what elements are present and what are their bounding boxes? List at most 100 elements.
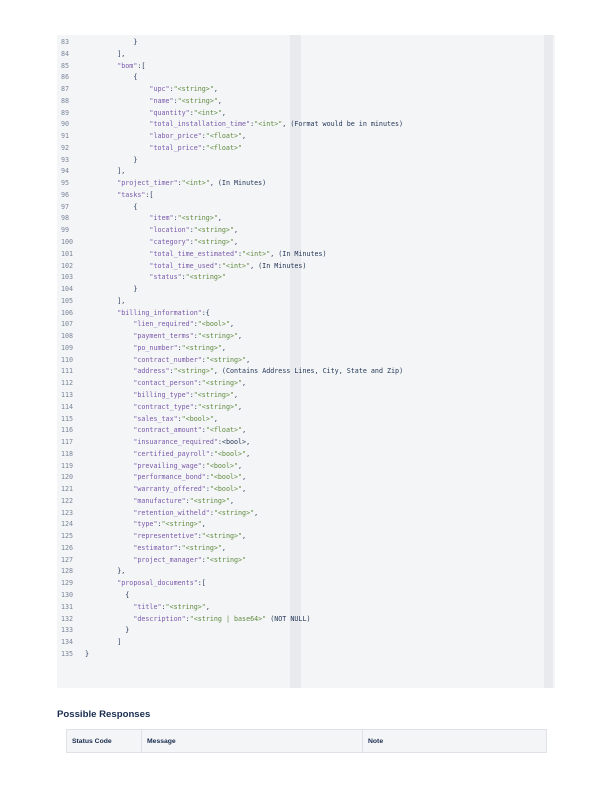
code-token [85, 462, 133, 470]
code-token: : [189, 390, 194, 399]
code-token: "<int>" [254, 120, 283, 129]
code-token: : [238, 249, 243, 258]
code-token: "<string>" [177, 96, 218, 105]
code-token: "<bool>" [181, 414, 214, 423]
code-token: : [209, 449, 214, 458]
code-token: "payment_terms" [133, 332, 194, 341]
code-token [85, 485, 133, 493]
responses-table: Status Code Message Note [66, 729, 547, 753]
code-token: "<string>" [193, 238, 234, 247]
line-number: 128 [61, 567, 74, 576]
code-token: "<string>" [193, 390, 234, 399]
code-token: ], [85, 167, 126, 176]
code-token: "<bool>" [209, 473, 243, 482]
code-token: "<string>" [165, 602, 206, 611]
code-token: ], [85, 296, 126, 305]
code-token: "labor_price" [149, 132, 202, 141]
column-header-message: Message [141, 729, 363, 753]
code-line: 85 "bom":[ [57, 61, 555, 73]
code-token: , [246, 355, 251, 364]
code-token [85, 179, 117, 187]
line-number: 113 [61, 390, 74, 399]
section-heading: Possible Responses [57, 709, 151, 720]
code-token: , [242, 379, 247, 388]
code-token [85, 391, 133, 399]
code-token: , [221, 543, 226, 552]
code-token: "<float>" [205, 143, 243, 152]
code-token: , [242, 473, 247, 482]
line-number: 96 [61, 190, 70, 199]
code-token [85, 615, 133, 623]
code-token: : [173, 214, 178, 223]
code-token [85, 144, 149, 152]
code-token: "type" [133, 520, 158, 529]
code-token [85, 473, 133, 481]
code-token: , [242, 426, 247, 435]
code-token: "upc" [149, 85, 170, 94]
code-token: : [250, 120, 255, 129]
code-line: 132 "description":"<string | base64>" (N… [57, 614, 555, 626]
code-line: 118 "certified_payroll":"<bool>", [57, 449, 555, 461]
code-token: , (In Minutes) [270, 249, 327, 258]
code-token: { [85, 590, 130, 599]
code-token [85, 238, 149, 246]
code-token: "total_time_used" [149, 261, 218, 270]
code-token: "billing_information" [117, 308, 202, 317]
code-token: "<string>" [197, 332, 239, 341]
line-number: 99 [61, 226, 70, 235]
code-token: : [201, 143, 206, 152]
code-token: "manufacture" [133, 496, 186, 505]
code-line: 120 "performance_bond":"<bool>", [57, 472, 555, 484]
code-token: : [157, 520, 162, 529]
code-line: 99 "location":"<string>", [57, 225, 555, 237]
code-token: "<int>" [242, 249, 271, 258]
code-line: 116 "contract_amount":"<float>", [57, 425, 555, 437]
line-number: 109 [61, 343, 74, 352]
code-token: , [238, 332, 243, 341]
code-token: : [161, 602, 166, 611]
code-token: } [85, 649, 90, 658]
code-line: 88 "name":"<string>", [57, 96, 555, 108]
code-line: 123 "retention_witheld":"<string>", [57, 508, 555, 520]
line-number: 87 [61, 85, 70, 94]
code-token: :[ [145, 190, 154, 199]
line-number: 118 [61, 449, 74, 458]
code-token: , [205, 602, 210, 611]
code-line: 111 "address":"<string>", (Contains Addr… [57, 366, 555, 378]
code-token [85, 250, 149, 258]
code-scroll-track[interactable] [544, 35, 553, 688]
code-token: } [85, 626, 130, 635]
code-line: 130 { [57, 590, 555, 602]
code-token: :[ [197, 579, 206, 588]
line-number: 107 [61, 320, 74, 329]
code-line: 86 { [57, 72, 555, 84]
line-number: 86 [61, 73, 70, 82]
line-number: 88 [61, 96, 70, 105]
line-number: 134 [61, 638, 74, 647]
code-line: 95 "project_timer":"<int>", (In Minutes) [57, 178, 555, 190]
code-token: } [85, 155, 138, 164]
line-number: 124 [61, 520, 74, 529]
code-token: : [189, 108, 194, 117]
code-line: 92 "total_price":"<float>" [57, 143, 555, 155]
code-token [85, 532, 133, 540]
line-number: 126 [61, 543, 74, 552]
code-line: 114 "contract_type":"<string>", [57, 402, 555, 414]
code-line: 133 } [57, 625, 555, 637]
code-line: 91 "labor_price":"<float>", [57, 131, 555, 143]
code-token: : [189, 226, 194, 235]
code-token: "<bool>" [197, 320, 230, 329]
code-lines: 83 }84 ],85 "bom":[86 {87 "upc":"<string… [57, 37, 555, 661]
line-number: 127 [61, 555, 74, 564]
line-number: 119 [61, 461, 74, 470]
code-token: , [234, 390, 239, 399]
code-token: "category" [149, 238, 190, 247]
code-token [85, 403, 133, 411]
code-token: , [217, 96, 222, 105]
code-token: "project_timer" [117, 179, 178, 188]
code-token [85, 85, 149, 93]
code-token: , [242, 132, 247, 141]
code-line: 134 ] [57, 637, 555, 649]
line-number: 112 [61, 379, 74, 388]
code-line: 121 "warranty_offered":"<bool>", [57, 484, 555, 496]
